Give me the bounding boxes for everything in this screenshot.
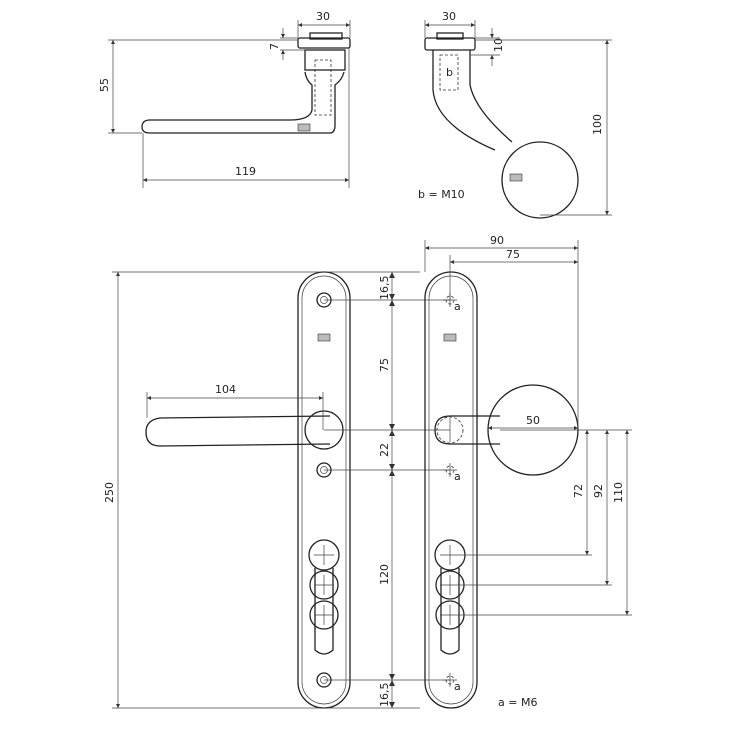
dim-16-5-top: 16,5	[378, 276, 391, 301]
dim-120: 120	[378, 564, 391, 585]
svg-text:a: a	[454, 300, 461, 313]
thread-label-b: b	[446, 66, 453, 79]
top-lever-view: 30 7 55 119	[98, 10, 351, 188]
brand-logo	[443, 333, 457, 342]
brand-logo	[509, 173, 523, 182]
dim-100: 100	[591, 114, 604, 135]
cylinder-cutout-knob	[434, 539, 466, 655]
cylinder-cutout	[308, 539, 340, 655]
lever-plate-view: 104 250	[103, 271, 420, 709]
dim-72: 72	[572, 484, 585, 498]
dim-250: 250	[103, 482, 116, 503]
dim-55: 55	[98, 78, 111, 92]
dim-22: 22	[378, 443, 391, 457]
dim-50: 50	[526, 414, 540, 427]
brand-logo	[297, 123, 311, 132]
dim-16-5-bottom: 16,5	[378, 683, 391, 708]
dim-110: 110	[612, 482, 625, 503]
dim-75-spacing: 75	[378, 358, 391, 372]
dim-7: 7	[268, 43, 281, 50]
brand-logo	[317, 333, 331, 342]
svg-text:a: a	[454, 470, 461, 483]
dim-75-knob: 75	[506, 248, 520, 261]
note-a-m6: a = M6	[498, 696, 537, 709]
top-knob-view: b 30 10 100 b = M10	[418, 10, 612, 219]
dim-30: 30	[316, 10, 330, 23]
svg-text:a: a	[454, 680, 461, 693]
knob-plate-view: a a a 90 75 50 72 92 110 a = M6	[424, 234, 632, 709]
note-b-m10: b = M10	[418, 188, 465, 201]
dim-92: 92	[592, 484, 605, 498]
dim-30-knob: 30	[442, 10, 456, 23]
dim-104: 104	[215, 383, 236, 396]
dim-10: 10	[492, 38, 505, 52]
threaded-hole-middle: a	[443, 463, 461, 483]
threaded-hole-bottom: a	[443, 673, 461, 693]
hole-spacing-dims: 16,5 75 22 120 16,5	[324, 272, 450, 708]
threaded-hole-top: a	[443, 293, 461, 313]
dim-90: 90	[490, 234, 504, 247]
dim-119: 119	[235, 165, 256, 178]
